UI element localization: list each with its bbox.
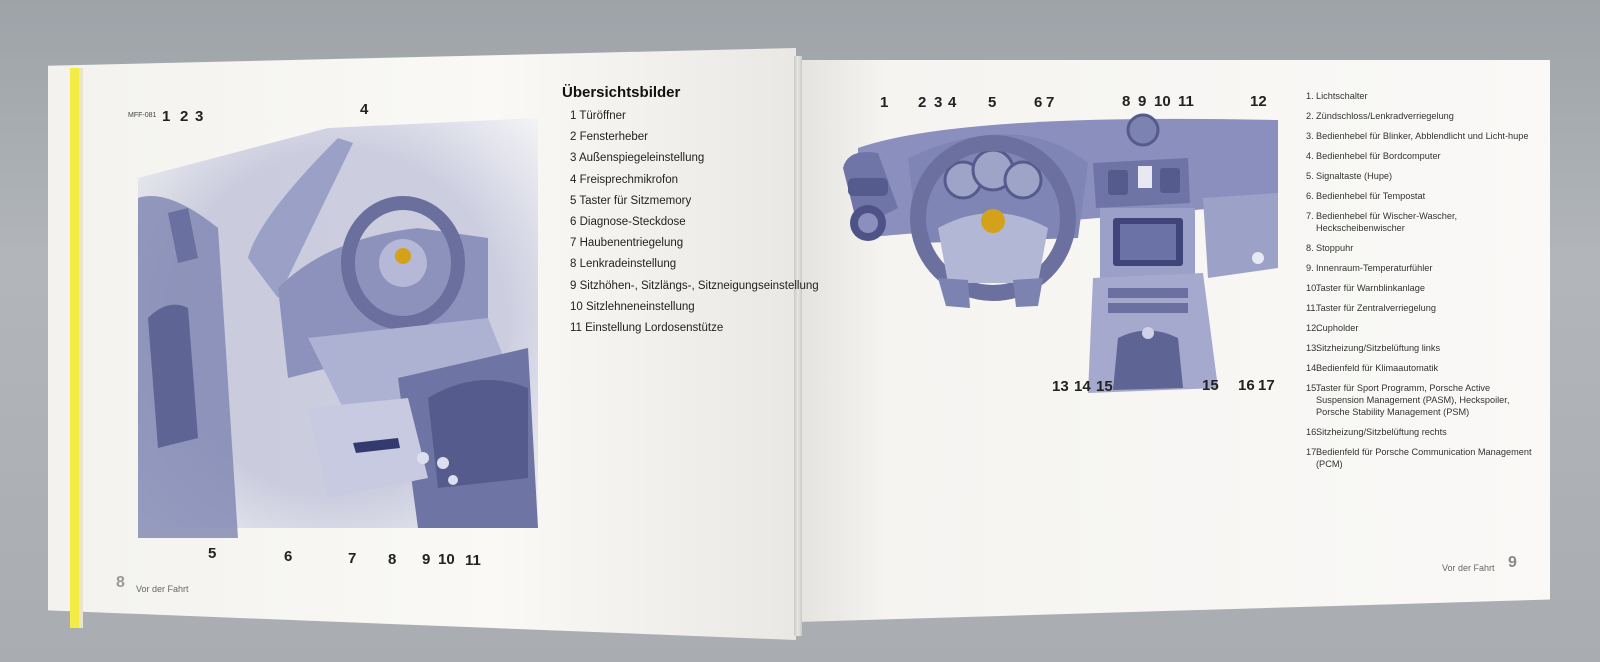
list-item: 1 Türöffner [570, 110, 626, 122]
callout-right-1: 1 [880, 94, 889, 111]
list-item: 12.Cupholder [1306, 323, 1359, 333]
door-interior-illustration [138, 118, 538, 538]
callout-left-3: 3 [195, 108, 204, 125]
list-item: 11.Taster für Zentralverriegelung [1306, 303, 1437, 313]
list-item: 15.Taster für Sport Programm, Porsche Ac… [1306, 383, 1510, 417]
callout-right-11: 11 [1178, 93, 1194, 110]
callout-left-7: 7 [348, 550, 357, 567]
list-item: 17.Bedienfeld für Porsche Communication … [1306, 447, 1532, 469]
callout-left-6: 6 [284, 548, 293, 565]
list-item: 3.Bedienhebel für Blinker, Abblendlicht … [1306, 131, 1529, 141]
footer-text-left: Vor der Fahrt [136, 584, 189, 594]
list-item: 16.Sitzheizung/Sitzbelüftung rechts [1306, 427, 1447, 437]
callout-right-4: 4 [948, 94, 957, 111]
dashboard-illustration [843, 113, 1278, 393]
book-spine [794, 56, 802, 636]
callout-right-9: 9 [1138, 93, 1147, 110]
list-item: 9.Innenraum-Temperaturfühler [1306, 263, 1433, 273]
page-edge-stack [79, 68, 83, 628]
list-item: 5.Signaltaste (Hupe) [1306, 171, 1393, 181]
callout-right-12: 12 [1250, 93, 1267, 110]
list-item: 14.Bedienfeld für Klimaautomatik [1306, 363, 1439, 373]
list-item: 13.Sitzheizung/Sitzbelüftung links [1306, 343, 1441, 353]
list-item: 8.Stoppuhr [1306, 243, 1354, 253]
callout-right-5: 5 [988, 94, 997, 111]
footer-text-right: Vor der Fahrt [1442, 563, 1495, 573]
callout-left-9: 9 [422, 551, 431, 568]
list-item: 6 Diagnose-Steckdose [570, 215, 686, 228]
list-item: 2 Fensterheber [570, 131, 648, 144]
page-number-right: 9 [1508, 554, 1517, 571]
list-item: 6.Bedienhebel für Tempostat [1306, 191, 1426, 201]
page-number-left: 8 [116, 574, 125, 591]
list-item: 4 Freisprechmikrofon [570, 173, 679, 186]
list-item: 11 Einstellung Lordosenstütze [570, 321, 724, 334]
list-item: 4.Bedienhebel für Bordcomputer [1306, 151, 1441, 161]
callout-right-15a: 15 [1096, 378, 1113, 395]
callout-right-13: 13 [1052, 378, 1069, 395]
callout-right-8: 8 [1122, 93, 1131, 110]
callout-left-11: 11 [465, 552, 481, 569]
list-item: 3 Außenspiegeleinstellung [570, 152, 705, 165]
callout-left-4: 4 [360, 101, 369, 118]
callout-right-17: 17 [1258, 377, 1275, 394]
callout-right-2: 2 [918, 94, 927, 111]
list-item: 10 Sitzlehneneinstellung [570, 300, 695, 313]
list-item: 8 Lenkradeinstellung [570, 258, 677, 271]
list-item: 7 Haubenentriegelung [570, 237, 684, 250]
list-item: 5 Taster für Sitzmemory [570, 194, 692, 207]
callout-left-2: 2 [180, 108, 189, 125]
list-item: 9 Sitzhöhen-, Sitzlängs-, Sitzneigungsei… [570, 279, 819, 292]
left-item-list: 1 Türöffner 2 Fensterheber 3 Außenspiege… [570, 110, 819, 343]
callout-right-7: 7 [1046, 94, 1055, 111]
callout-left-10: 10 [438, 551, 455, 568]
list-item: 2.Zündschloss/Lenkradverriegelung [1306, 111, 1454, 121]
list-item: 7.Bedienhebel für Wischer-Wascher, Hecks… [1306, 211, 1458, 233]
list-item: 1.Lichtschalter [1306, 91, 1368, 101]
callout-left-1: 1 [162, 108, 171, 125]
callout-left-5: 5 [208, 545, 217, 562]
list-item: 10.Taster für Warnblinkanlage [1306, 283, 1425, 293]
right-item-list: 1.Lichtschalter 2.Zündschloss/Lenkradver… [1306, 90, 1536, 478]
callout-right-3: 3 [934, 94, 943, 111]
callout-right-15b: 15 [1202, 377, 1219, 394]
section-title: Übersichtsbilder [562, 84, 681, 101]
image-id: MFF-081 [128, 112, 157, 119]
callout-right-16: 16 [1238, 377, 1255, 394]
yellow-page-edge [70, 68, 79, 628]
callout-right-14: 14 [1074, 378, 1091, 395]
callout-left-8: 8 [388, 551, 397, 568]
callout-right-10: 10 [1154, 93, 1171, 110]
callout-right-6: 6 [1034, 94, 1043, 111]
